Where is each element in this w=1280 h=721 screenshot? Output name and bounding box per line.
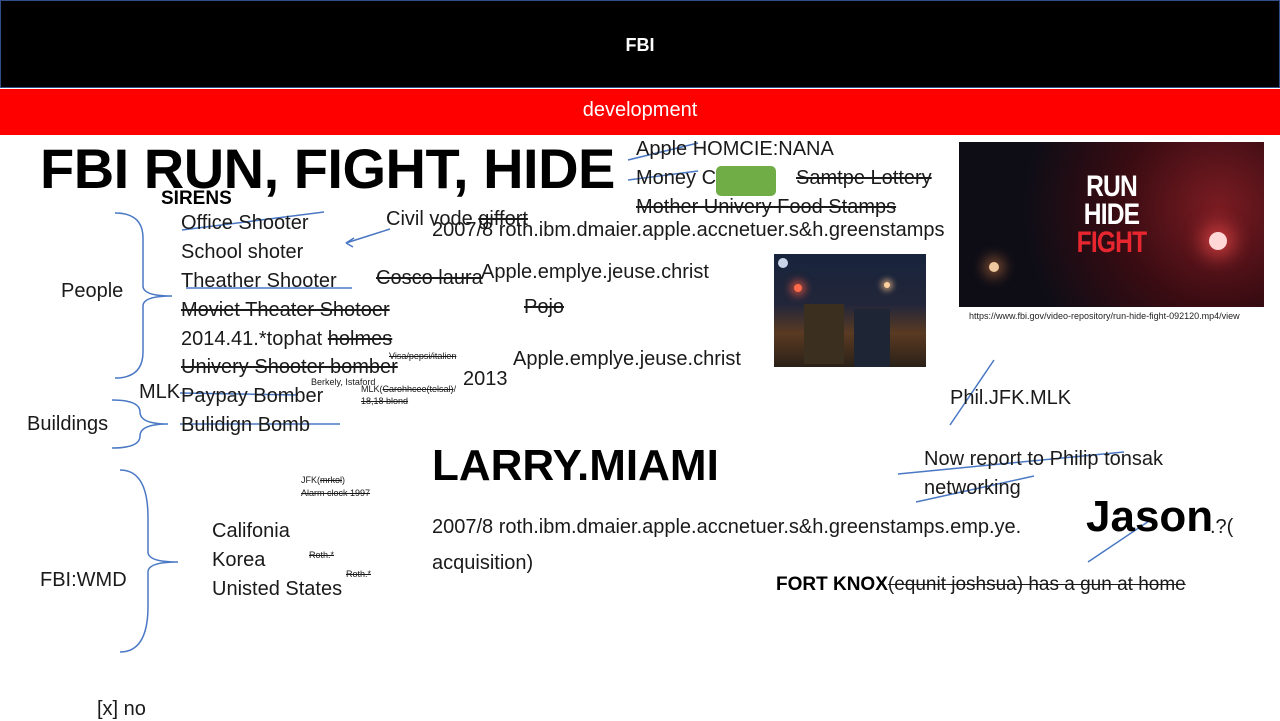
list-item: Theather Shooter [181,270,337,292]
jason-line [1087,518,1153,563]
tiny-note-blond: 18,18 blond [361,396,409,406]
tiny-note-visa: Visa/pepsi/italien [389,351,457,361]
green-highlight-box [716,166,776,196]
list-item: School shoter [181,241,304,263]
header-subtitle: development [582,99,698,121]
mlk-line [179,392,299,396]
tiny-note-jfk: JFK(mrkol) [301,475,345,485]
list-item: Bulidign Bomb [181,414,310,436]
tiny-note-alarm: Alarm clock 1997 [301,488,371,498]
apple-homcie: Apple HOMCIE:NANA [636,138,834,160]
list-item: Moviet Theater Shotoer [181,299,390,321]
jason-suffix: .?( [1210,516,1234,538]
phil-note: Phil.JFK.MLK [950,387,1072,409]
jason-heading: Jason [1086,492,1214,541]
poster-fight: FIGHT [1076,226,1148,259]
tiny-note-mlk: MLK(Carohhcee(telsal)/ [361,384,457,394]
header-bar: FBI [0,0,1280,88]
mother-line: Mother Univery Food Stamps [636,196,897,218]
footer-note: [x] no [97,698,146,720]
phil-line [949,359,995,426]
arrow-head [345,237,355,248]
poster-hide: HIDE [1083,198,1140,231]
tiny-note-roth-1: Roth.* [309,550,335,560]
list-item: Paypay Bomber [181,385,324,407]
acquisition-text: acquisition) [432,552,534,574]
pojo-note: Pojo [524,296,565,318]
list-item: 2014.41.*tophat holmes [181,328,393,350]
arrow-line [345,228,391,244]
tiny-note-roth-2: Roth.* [346,569,372,579]
poster-url: https://www.fbi.gov/video-repository/run… [969,311,1240,321]
larry-heading: LARRY.MIAMI [432,441,719,490]
list-item: Unisted States [212,578,343,600]
roth-line-top: 2007/8 roth.ibm.dmaier.apple.accnetuer.s… [432,219,945,241]
video-thumbnail [774,254,926,367]
run-hide-fight-poster: RUN HIDE FIGHT [959,142,1264,307]
list-item: Califonia [212,520,290,542]
list-item: Korea [212,549,266,571]
wmd-label: FBI:WMD [40,569,127,591]
report-line-1: Now report to Philip tonsak [924,448,1164,470]
apple-line-1 [627,142,699,161]
roth-line-main: 2007/8 roth.ibm.dmaier.apple.accnetuer.s… [432,516,1022,538]
report-line-2 [915,475,1035,503]
header-title: FBI [625,35,655,55]
struck-line-1 [181,211,325,231]
poster-run: RUN [1086,170,1138,203]
civil-note: Civil vode giffort [386,208,528,230]
apple-line-2 [627,170,699,181]
mlk-label: MLK [139,381,181,403]
buildings-label: Buildings [27,413,109,435]
wmd-bracket [119,469,179,653]
apple-emp-note-2: Apple.emplye.jeuse.christ [513,348,741,370]
sirens-label: SIRENS [161,188,232,209]
year-note: 2013 [463,368,508,390]
apple-emp-note-1: Apple.emplye.jeuse.christ [481,261,709,283]
list-item: Univery Shooter bomber [181,356,398,378]
fort-knox-line: FORT KNOX(equnit joshsua) has a gun at h… [776,574,1186,595]
main-title: FBI RUN, FIGHT, HIDE [40,137,615,200]
cosco-note: Cosco laura [376,267,483,289]
tiny-note-berkely: Berkely, Istaford [311,377,376,387]
fbi-seal-icon [778,258,788,268]
list-item: Office Shooter [181,212,309,234]
report-line-2: networking [924,477,1021,499]
people-bracket [114,212,173,379]
buildings-bracket [111,399,169,449]
people-label: People [61,280,124,302]
subtitle-bar: development [0,89,1280,135]
report-line-1 [897,451,1125,475]
